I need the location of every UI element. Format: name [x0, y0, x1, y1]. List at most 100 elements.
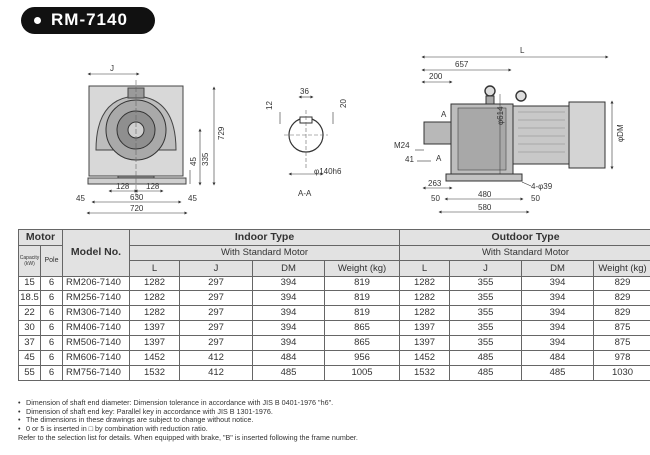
- table-cell-out-w: 875: [593, 320, 650, 337]
- table-cell-out-w: 829: [593, 290, 650, 307]
- note-item: •The dimensions in these drawings are su…: [18, 416, 638, 425]
- table-cell-out-dm: 394: [521, 320, 595, 337]
- dim-label-720: 720: [130, 204, 144, 213]
- table-cell-cap: 18.5: [18, 290, 41, 307]
- note-bullet: •: [18, 398, 21, 407]
- table-cell-model: RM606-7140: [62, 349, 131, 366]
- note-text: Dimension of shaft end key: Parallel key…: [26, 406, 273, 416]
- note-text: The dimensions in these drawings are sub…: [26, 415, 254, 425]
- table-cell-out-w: 875: [593, 335, 650, 351]
- front-view: J 729 335 45 128 128 630 45 45 720: [76, 64, 226, 215]
- header-outdoor-type: Outdoor Type: [399, 229, 650, 246]
- table-cell-in-j: 412: [179, 364, 254, 381]
- table-cell-in-dm: 394: [252, 275, 326, 292]
- note-item: •0 or 5 is inserted in □ by combination …: [18, 424, 638, 434]
- note-item: •Dimension of shaft end key: Parallel ke…: [18, 406, 638, 417]
- table-cell-out-j: 355: [449, 275, 523, 292]
- dim-label-480: 480: [478, 190, 492, 199]
- dim-label-45-left: 45: [76, 194, 85, 203]
- dimension-drawings: J 729 335 45 128 128 630 45 45 720 36 12…: [76, 46, 625, 215]
- table-cell-out-j: 355: [449, 335, 523, 351]
- model-title: RM-7140: [51, 10, 128, 29]
- dim-label-20: 20: [339, 99, 348, 108]
- table-cell-model: RM406-7140: [62, 320, 131, 337]
- dim-label-580: 580: [478, 203, 492, 212]
- table-cell-out-dm: 394: [521, 290, 595, 307]
- dim-label-m24: M24: [394, 141, 410, 150]
- table-cell-out-dm: 485: [521, 364, 595, 381]
- table-cell-out-l: 1532: [399, 364, 451, 381]
- side-view: L 657 200 A φ614 M24 41 A: [394, 46, 625, 214]
- table-cell-cap: 22: [18, 305, 41, 322]
- table-cell-in-w: 819: [324, 305, 401, 322]
- table-cell-out-j: 485: [449, 364, 523, 381]
- dim-label-657: 657: [455, 60, 469, 69]
- dim-label-36: 36: [300, 87, 309, 96]
- header-capacity: Capacity (kW): [18, 244, 41, 277]
- table-cell-out-l: 1282: [399, 290, 451, 307]
- header-outdoor-j: J: [449, 260, 523, 277]
- header-indoor-j: J: [179, 260, 254, 277]
- header-outdoor-weight: Weight (kg): [593, 260, 650, 277]
- table-cell-cap: 37: [18, 335, 41, 351]
- table-cell-in-l: 1397: [129, 335, 181, 351]
- header-indoor-type: Indoor Type: [129, 229, 401, 246]
- table-cell-pole: 6: [39, 305, 64, 322]
- table-cell-in-dm: 394: [252, 335, 326, 351]
- note-text: 0 or 5 is inserted in □ by combination w…: [26, 424, 208, 434]
- dim-label-128-left: 128: [116, 182, 130, 191]
- dim-label-l: L: [520, 46, 525, 55]
- header-outdoor-l: L: [399, 260, 451, 277]
- table-cell-in-l: 1397: [129, 320, 181, 337]
- table-cell-in-l: 1452: [129, 349, 181, 366]
- table-cell-in-dm: 394: [252, 320, 326, 337]
- table-cell-in-j: 297: [179, 275, 254, 292]
- shaft-section-view: 36 12 20 φ140h6 A-A: [265, 87, 348, 198]
- table-cell-cap: 30: [18, 320, 41, 337]
- header-motor: Motor: [17, 229, 64, 246]
- note-item: • Dimension of shaft end diameter: Dimens…: [18, 398, 638, 408]
- table-cell-out-l: 1452: [399, 349, 451, 366]
- header-outdoor-std-motor: With Standard Motor: [399, 244, 650, 261]
- dim-label-614: φ614: [496, 106, 505, 125]
- spec-table: Motor Model No. Indoor Type Outdoor Type…: [17, 229, 650, 381]
- table-cell-out-dm: 394: [521, 335, 595, 351]
- table-cell-out-j: 355: [449, 305, 523, 322]
- dim-label-263: 263: [428, 179, 442, 188]
- table-cell-out-l: 1282: [399, 305, 451, 322]
- table-cell-model: RM506-7140: [62, 335, 131, 351]
- header-indoor-dm: DM: [252, 260, 326, 277]
- dim-label-12: 12: [265, 101, 274, 110]
- table-cell-in-dm: 484: [252, 349, 326, 366]
- table-cell-cap: 45: [18, 349, 41, 366]
- bullet-dot: [34, 17, 41, 24]
- dim-label-45-v: 45: [189, 157, 198, 166]
- section-mark-a-top: A: [441, 110, 447, 119]
- table-cell-model: RM206-7140: [62, 275, 131, 292]
- note-text: Dimension of shaft end diameter: Dimensi…: [26, 398, 334, 407]
- dim-label-630: 630: [130, 193, 144, 202]
- table-cell-pole: 6: [39, 320, 64, 337]
- section-mark-a-bottom: A: [436, 154, 442, 163]
- dim-label-128-right: 128: [146, 182, 160, 191]
- dim-label-shaft-dia: φ140h6: [314, 167, 342, 176]
- table-cell-in-j: 297: [179, 335, 254, 351]
- dim-label-41: 41: [405, 155, 414, 164]
- header-indoor-l: L: [129, 260, 181, 277]
- table-cell-pole: 6: [39, 275, 64, 292]
- table-cell-in-dm: 394: [252, 290, 326, 307]
- table-cell-out-l: 1397: [399, 335, 451, 351]
- table-cell-in-w: 819: [324, 275, 401, 292]
- dim-label-200: 200: [429, 72, 443, 81]
- section-label-aa: A-A: [298, 189, 312, 198]
- table-cell-out-w: 829: [593, 275, 650, 292]
- table-cell-in-w: 819: [324, 290, 401, 307]
- table-cell-cap: 55: [18, 364, 41, 381]
- table-cell-pole: 6: [39, 335, 64, 351]
- table-cell-model: RM306-7140: [62, 305, 131, 322]
